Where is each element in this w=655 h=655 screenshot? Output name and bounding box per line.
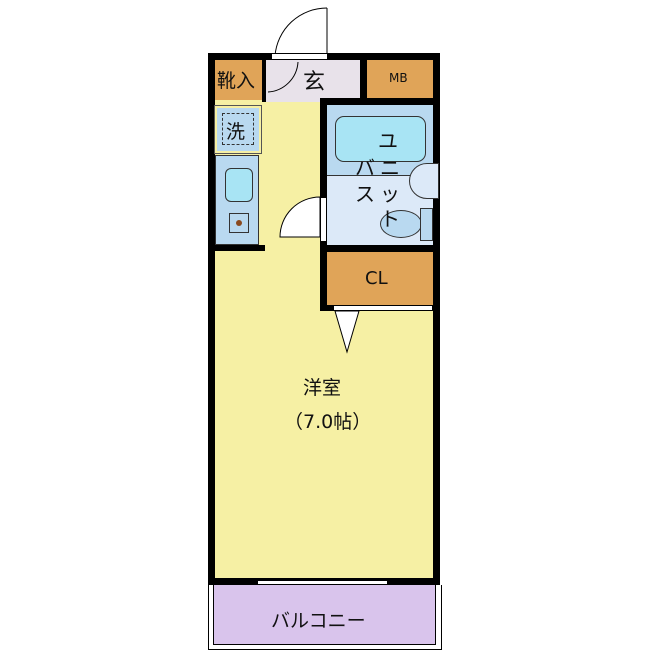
shoe-storage <box>215 60 262 100</box>
bathtub <box>335 116 426 162</box>
balcony-label: バルコニー <box>271 610 366 632</box>
wall-right <box>433 53 440 585</box>
wall-top <box>208 53 272 60</box>
wall-left <box>208 53 215 585</box>
meter-box-label: MB <box>389 71 408 85</box>
inner-door-swing <box>267 61 299 93</box>
unit-bath-label: ト <box>380 207 400 231</box>
unit-bath-label: バ <box>355 156 375 180</box>
bath-door-swing <box>279 196 321 238</box>
unit-bath-label: ッ <box>380 182 400 206</box>
western-room-label: 洋室 <box>303 377 342 399</box>
shoe-storage-label: 靴入 <box>217 70 256 92</box>
wall <box>320 245 440 252</box>
closet-label: CL <box>365 268 388 289</box>
washer-outline <box>222 113 254 145</box>
toilet-tank <box>420 208 433 241</box>
balcony <box>213 585 436 645</box>
closet <box>327 252 433 306</box>
wall <box>360 60 367 105</box>
wall <box>320 98 440 105</box>
meter-box <box>367 60 433 98</box>
unit-bath-label: ニ <box>380 156 400 180</box>
toilet <box>380 210 422 238</box>
washbasin <box>409 163 439 199</box>
wall <box>208 245 265 251</box>
wall <box>262 60 266 102</box>
unit-bath-label: ス <box>355 182 375 206</box>
closet-door-swing <box>334 310 360 354</box>
stove <box>229 213 249 233</box>
wall <box>320 305 333 311</box>
wall-top <box>327 53 440 60</box>
entrance-door[interactable] <box>272 53 327 60</box>
entrance-label: 玄 <box>303 70 326 95</box>
closet-door[interactable] <box>333 305 433 311</box>
balcony-window[interactable] <box>258 580 387 585</box>
unit-bath-label: ユ <box>378 129 398 153</box>
entrance <box>266 60 360 102</box>
sink <box>225 168 253 202</box>
stove-burner-icon <box>236 220 242 226</box>
washer-label: 洗 <box>226 121 246 143</box>
western-room-size: （7.0帖） <box>284 411 372 433</box>
entrance-door-swing <box>274 7 328 57</box>
